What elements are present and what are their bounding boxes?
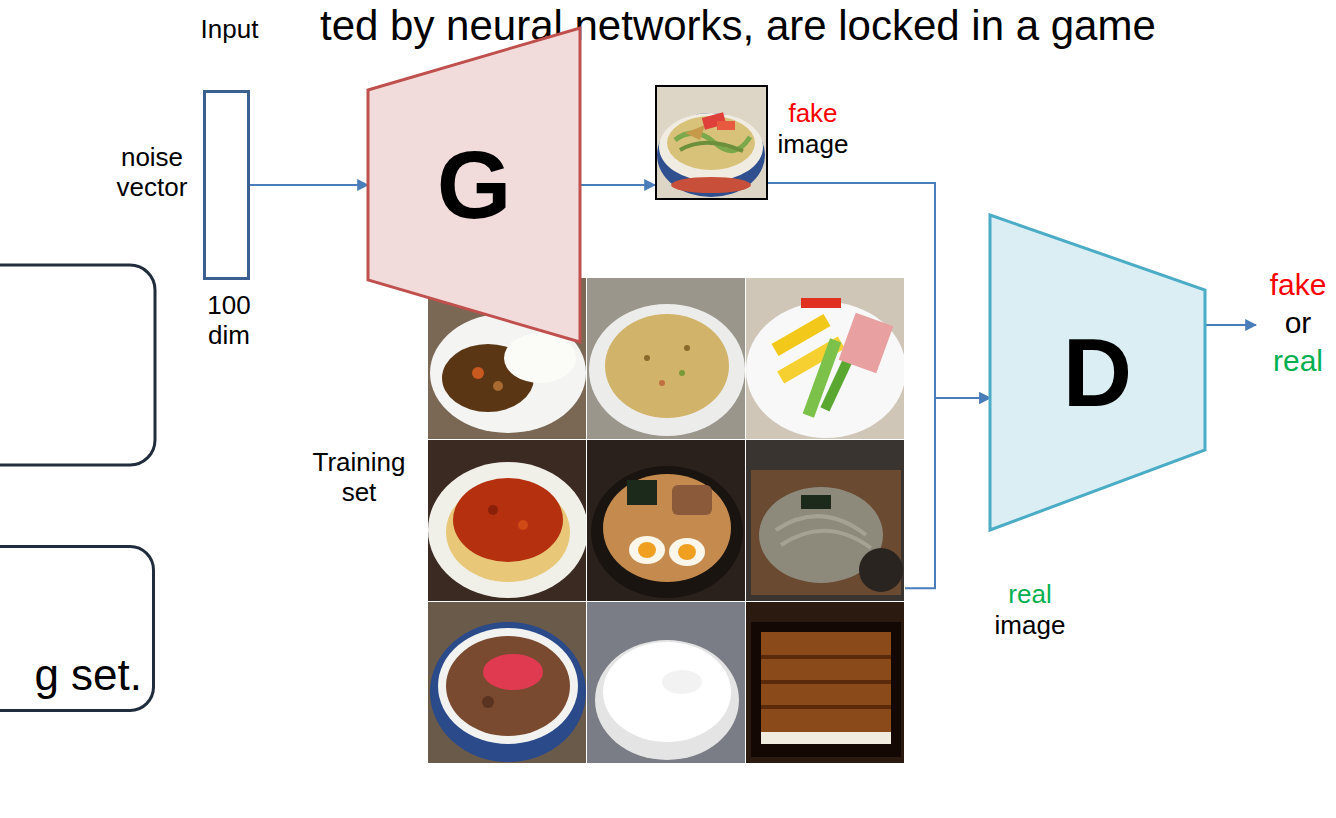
text-box: g set. (0, 545, 155, 712)
meat-sauce-photo (428, 440, 586, 601)
data-flow-arrow (250, 184, 368, 186)
fake-photo (655, 85, 768, 200)
photo-detail (678, 544, 696, 560)
photo-detail (746, 302, 904, 438)
photo-detail (483, 654, 543, 690)
photo-detail (679, 370, 685, 376)
ramen-photo (587, 440, 745, 601)
photo-detail (717, 121, 735, 130)
data-flow-arrow (768, 183, 990, 398)
noise-vector-label: noise vector (107, 143, 197, 203)
output-fake: fake (1262, 268, 1334, 303)
dim-label: 100 dim (194, 291, 264, 351)
fake-label: fake (773, 99, 853, 129)
photo-detail (446, 636, 570, 736)
rice-photo (587, 602, 745, 763)
photo-detail (493, 381, 503, 391)
photo-detail (428, 440, 586, 601)
photo-detail (587, 440, 745, 601)
photo-detail (627, 480, 657, 505)
photo-detail (684, 345, 690, 351)
photo-detail (669, 538, 705, 566)
training-set: Training set (428, 278, 905, 765)
photo-detail (675, 133, 750, 151)
photo-detail (430, 622, 586, 762)
photo-detail (472, 367, 484, 379)
photo-detail (644, 355, 650, 361)
photo-detail (428, 602, 586, 763)
noise-vector: Inputnoise vector100 dim (203, 90, 250, 280)
real-label: real (990, 580, 1070, 610)
photo-detail (680, 143, 743, 151)
discriminator-network: D (990, 215, 1205, 530)
photo-detail (672, 485, 712, 515)
trapezoid (368, 28, 580, 342)
photo-detail (453, 478, 563, 562)
data-flow-arrow (905, 398, 990, 588)
output-real: real (1262, 344, 1334, 379)
generator-network: G (368, 28, 580, 342)
photo-detail (591, 466, 743, 598)
photo-detail (482, 696, 494, 708)
discriminator-letter: D (990, 317, 1205, 427)
hiyashi-photo (746, 278, 904, 439)
photo-detail (801, 298, 841, 308)
photo-detail (428, 462, 586, 598)
photo-detail (776, 516, 871, 548)
photo-detail (655, 85, 768, 200)
photo-detail (761, 632, 891, 742)
photo-detail (746, 602, 904, 763)
photo-detail (751, 622, 901, 757)
trapezoid (990, 215, 1205, 530)
photo-detail (438, 628, 578, 744)
photo-detail (659, 113, 763, 181)
photo-detail (859, 548, 903, 592)
photo-detail (638, 542, 656, 558)
photo-detail (685, 125, 705, 140)
output-arrow (1206, 324, 1256, 326)
photo-detail (801, 495, 831, 509)
heading-fragment: ted by neural networks, are locked in a … (320, 2, 1156, 50)
output-or: or (1262, 306, 1334, 341)
training-set-label: Training set (298, 448, 420, 508)
unagi-photo (746, 602, 904, 763)
photo-detail (662, 670, 702, 694)
photo-detail (761, 657, 891, 707)
photo-detail (518, 520, 528, 530)
photo-detail (761, 732, 891, 744)
gyudon-photo (428, 602, 586, 763)
photo-detail (746, 440, 904, 601)
input-label: Input (176, 15, 283, 45)
photo-detail (603, 474, 731, 582)
fake-image: fakeimage (655, 85, 768, 200)
photo-detail (488, 505, 498, 515)
photo-detail (659, 380, 665, 386)
text-box (0, 265, 155, 465)
generator-letter: G (368, 130, 580, 240)
photo-detail (839, 313, 894, 374)
photo-detail (587, 602, 745, 763)
photo-detail (587, 278, 745, 439)
photo-detail (605, 314, 729, 418)
photo-detail (671, 177, 751, 193)
photo-detail (589, 304, 745, 436)
photo-detail (746, 278, 904, 439)
soba-photo (746, 440, 904, 601)
photo-detail (629, 536, 665, 564)
photo-detail (657, 113, 765, 197)
photo-detail (595, 640, 739, 760)
image-label: image (773, 130, 853, 160)
data-flow-arrow (580, 184, 655, 186)
photo-detail (504, 333, 576, 383)
photo-detail (603, 642, 731, 742)
fried-rice-photo (587, 278, 745, 439)
box-text: g set. (34, 650, 142, 701)
image-label: image (990, 611, 1070, 641)
